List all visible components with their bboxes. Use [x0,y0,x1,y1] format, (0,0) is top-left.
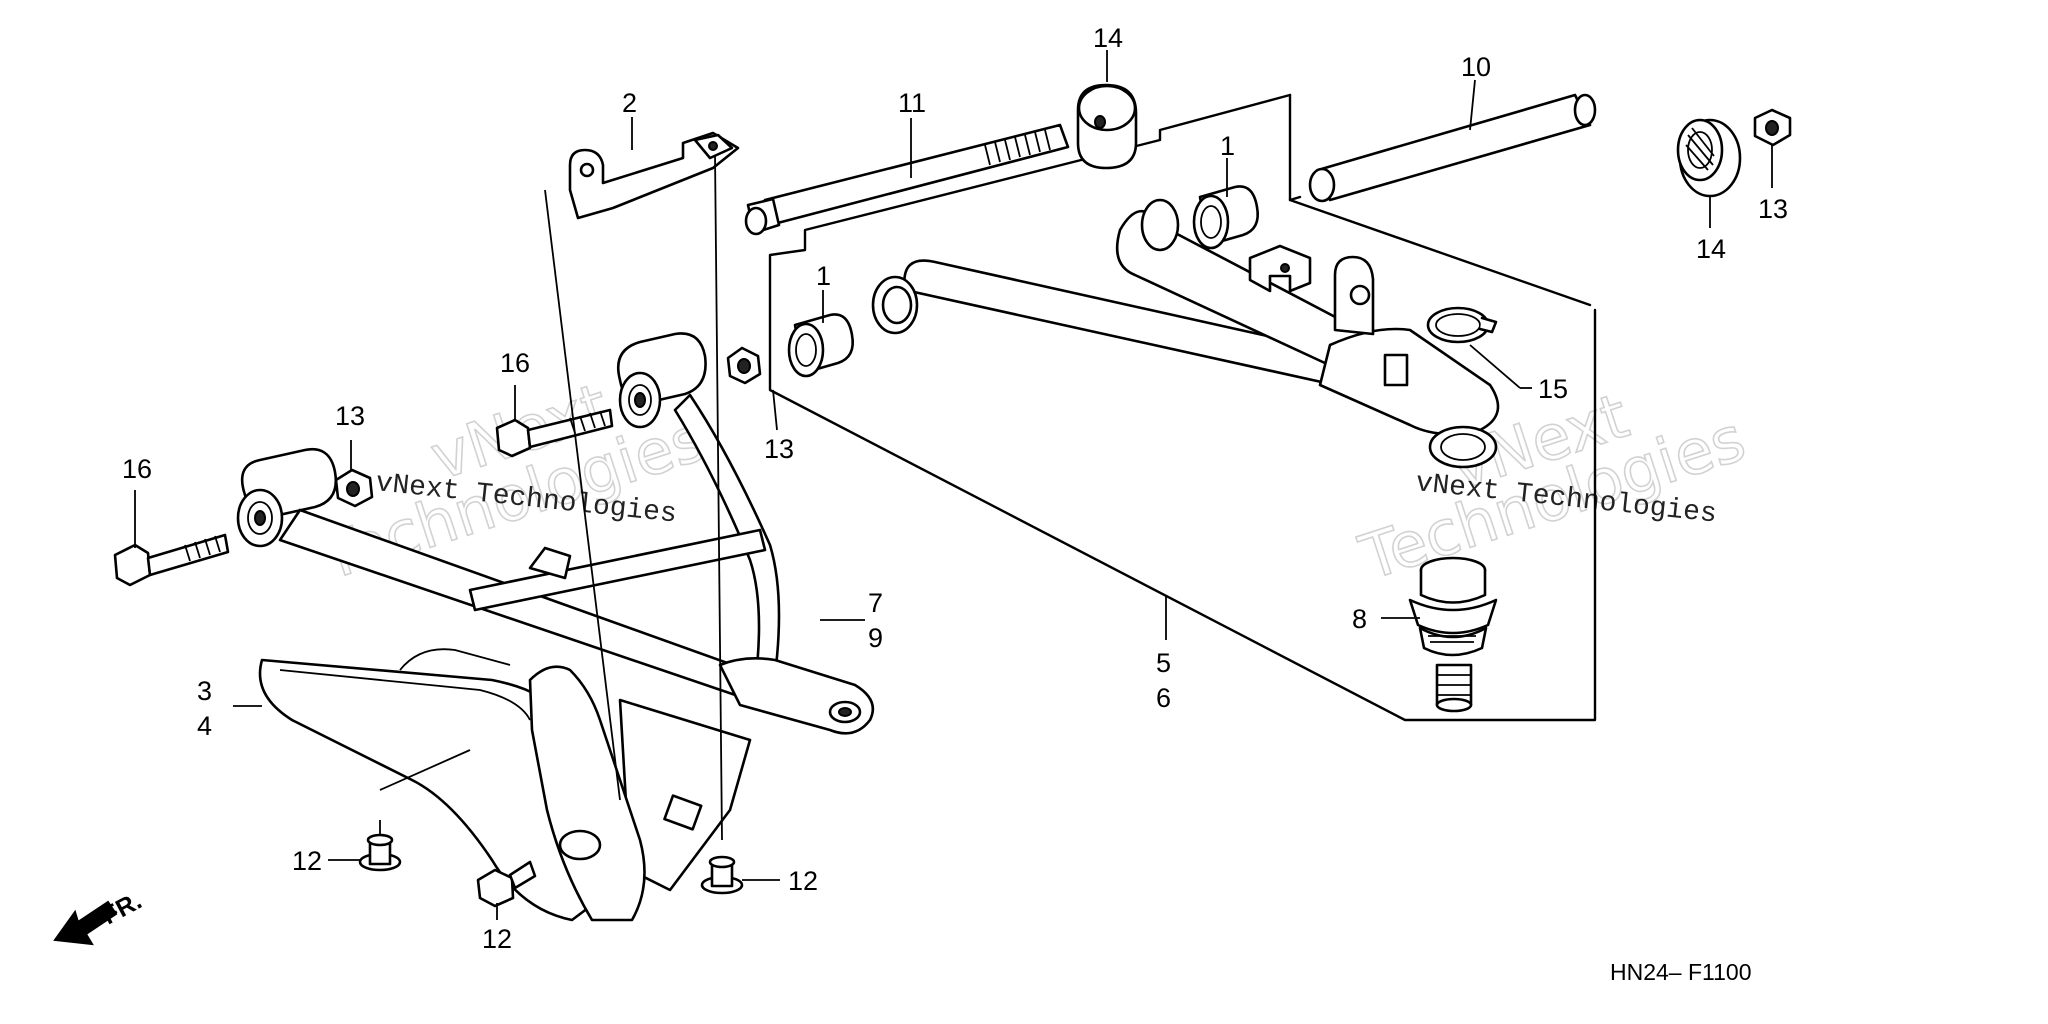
callout-7: 7 [868,588,883,618]
bushing-14-right [1676,118,1742,198]
callout-2: 2 [622,88,637,118]
callout-6: 6 [1156,683,1171,713]
direction-label: FR. [98,887,147,931]
callout-14-upper: 14 [1093,23,1123,53]
front-direction-arrow: FR. [53,887,147,946]
callout-12-left: 12 [292,846,322,876]
callouts: 2 11 14 10 1 1 14 13 15 8 5 6 7 9 13 13 … [122,23,1788,954]
callout-1-left: 1 [816,261,831,291]
spacer-14-upper [1076,83,1138,170]
bolt-12-c [700,855,744,895]
snap-ring-15 [1426,306,1498,344]
callout-8: 8 [1352,604,1367,634]
callout-16-left: 16 [122,454,152,484]
nut-13-right [1753,108,1792,147]
bracket-2 [568,131,740,220]
lower-a-arm-7-9 [236,332,875,892]
bolt-12-a [358,820,402,872]
callout-3: 3 [197,676,212,706]
leader-lines [134,50,1773,920]
bolt-16-upper [495,408,614,458]
nut-13-left [334,468,374,508]
callout-13-center: 13 [764,434,794,464]
nut-13-center [726,346,762,385]
callout-12-bottom: 12 [482,924,512,954]
collar-1-left [787,313,854,378]
callout-12-right: 12 [788,866,818,896]
bolt-16-left [113,533,230,587]
callout-1-right: 1 [1220,131,1235,161]
callout-5: 5 [1156,648,1171,678]
long-bolt-11 [744,123,1070,236]
callout-14-right: 14 [1696,234,1726,264]
ball-joint-8 [1408,556,1498,713]
callout-13-left: 13 [335,401,365,431]
skid-plate-3-4 [258,648,646,922]
collar-1-right [1192,185,1259,250]
assembly-guide-lines [379,154,723,841]
bolt-12-b [476,860,537,908]
arrow-left-down-icon [53,900,118,946]
pivot-tube-10 [1308,93,1597,203]
upper-arm-assembly-frame [768,93,1597,722]
diagram-code: HN24– F1100 [1610,959,1752,985]
callout-16-upper: 16 [500,348,530,378]
callout-9: 9 [868,623,883,653]
callout-13-right: 13 [1758,194,1788,224]
callout-11: 11 [898,88,926,118]
callout-10: 10 [1461,52,1491,82]
callout-4: 4 [197,711,212,741]
upper-a-arm-5-6 [871,198,1500,469]
callout-15: 15 [1538,374,1568,404]
